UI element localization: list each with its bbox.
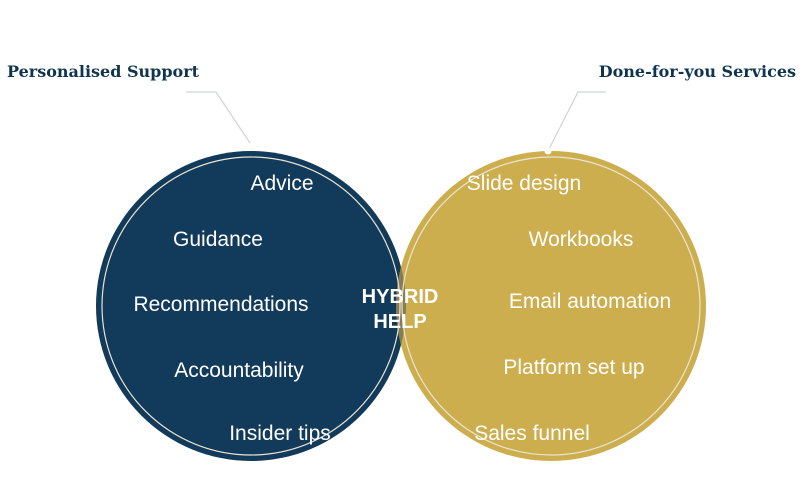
- overlap-label-line-2: HELP: [373, 311, 426, 333]
- left-item-insider-tips: Insider tips: [229, 422, 331, 445]
- overlap-label-line-1: HYBRID: [362, 286, 439, 308]
- left-circle-ring: [101, 156, 401, 456]
- right-set-label: Done-for-you Services: [599, 62, 796, 81]
- right-circle: [396, 151, 706, 461]
- right-circle-ring: [401, 156, 701, 456]
- left-set-label: Personalised Support: [7, 62, 200, 81]
- left-callout-leader: [186, 91, 253, 147]
- left-item-guidance: Guidance: [173, 228, 263, 251]
- right-item-sales-funnel: Sales funnel: [474, 422, 590, 445]
- left-callout-dot: [248, 142, 256, 150]
- right-callout-leader: [547, 91, 606, 152]
- right-item-platform-set-up: Platform set up: [503, 356, 644, 379]
- right-item-workbooks: Workbooks: [529, 228, 634, 251]
- left-item-advice: Advice: [250, 172, 313, 195]
- left-circle: [96, 151, 406, 461]
- right-callout-dot: [544, 147, 552, 155]
- right-item-email-automation: Email automation: [509, 290, 671, 313]
- left-item-accountability: Accountability: [174, 359, 304, 382]
- left-item-recommendations: Recommendations: [133, 293, 308, 316]
- right-item-slide-design: Slide design: [467, 172, 581, 195]
